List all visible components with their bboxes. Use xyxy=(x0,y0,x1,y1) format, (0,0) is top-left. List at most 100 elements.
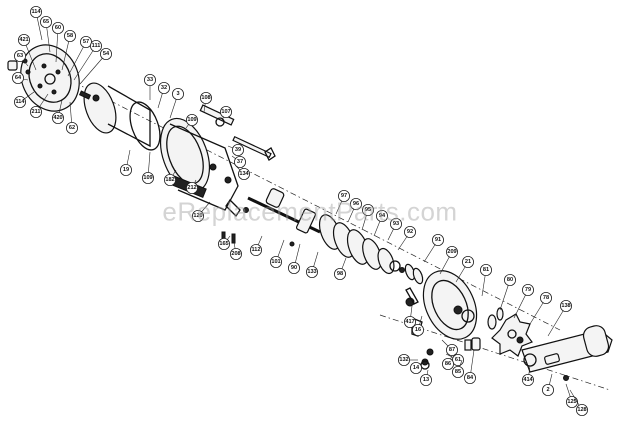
callout-bubble xyxy=(269,255,282,268)
callout-number: 112 xyxy=(251,247,260,253)
callout-number: 3 xyxy=(176,91,179,97)
callout-3: 3 xyxy=(169,88,184,119)
callout-number: 128 xyxy=(577,407,586,413)
crank-handle xyxy=(516,325,613,381)
callout-92: 92 xyxy=(397,225,416,251)
callout-number: 60 xyxy=(55,25,61,31)
callout-bubble xyxy=(29,106,42,119)
callout-79: 79 xyxy=(513,283,535,319)
callout-420: 420 xyxy=(52,99,65,125)
callout-number: 64 xyxy=(15,75,22,81)
callout-bubble xyxy=(231,143,244,156)
callout-212: 212 xyxy=(185,179,198,194)
callout-number: 109 xyxy=(187,117,196,123)
callout-bubble xyxy=(141,171,154,184)
callout-bubble xyxy=(403,225,416,238)
callout-number: 21 xyxy=(465,259,471,265)
callout-number: 125 xyxy=(567,399,576,405)
callout-125: 125 xyxy=(565,383,579,408)
callout-bubble xyxy=(52,21,65,34)
callout-number: 14 xyxy=(413,365,420,371)
callout-number: 84 xyxy=(467,375,474,381)
callout-number: 98 xyxy=(337,271,343,277)
callout-114: 114 xyxy=(13,91,35,109)
callout-bubble xyxy=(419,373,432,386)
callout-number: 62 xyxy=(69,125,75,131)
callout-number: 132 xyxy=(399,357,408,363)
callout-number: 91 xyxy=(435,237,441,243)
callout-number: 420 xyxy=(53,115,62,121)
callout-number: 95 xyxy=(365,207,371,213)
callout-bubble xyxy=(349,197,362,210)
callout-number: 39 xyxy=(235,147,241,153)
callout-bubble xyxy=(431,233,444,246)
callout-number: 107 xyxy=(221,109,230,115)
callout-21: 21 xyxy=(455,255,474,283)
callout-number: 2 xyxy=(546,387,549,393)
callout-bubble xyxy=(40,15,53,28)
callout-bubble xyxy=(445,343,458,356)
callout-number: 212 xyxy=(187,185,196,191)
callout-bubble xyxy=(233,155,246,168)
callout-95: 95 xyxy=(361,203,374,231)
callout-bubble xyxy=(305,265,318,278)
callout-leader xyxy=(67,41,87,77)
callout-bubble xyxy=(445,245,458,258)
callout-84: 84 xyxy=(463,349,476,384)
callout-number: 85 xyxy=(455,369,461,375)
callout-111: 111 xyxy=(73,40,103,81)
callout-65: 65 xyxy=(40,15,53,53)
callout-101: 101 xyxy=(269,239,285,268)
callout-32: 32 xyxy=(157,82,170,109)
callout-19: 19 xyxy=(120,149,133,176)
callout-97: 97 xyxy=(335,189,350,215)
callout-165: 165 xyxy=(217,235,231,250)
callout-bubble xyxy=(185,114,198,127)
callout-bubble xyxy=(13,96,26,109)
callout-37: 37 xyxy=(231,155,246,168)
callout-number: 211 xyxy=(31,109,40,115)
callout-64: 64 xyxy=(11,72,29,85)
callout-number: 417 xyxy=(405,319,414,325)
callout-number: 78 xyxy=(543,295,549,301)
callout-81: 81 xyxy=(479,263,492,297)
callout-bubble xyxy=(157,82,170,95)
callout-number: 96 xyxy=(353,201,359,207)
callout-layer: 1146560585711154421636411421142062333231… xyxy=(11,6,589,416)
callout-bubble xyxy=(361,203,374,216)
callout-60: 60 xyxy=(52,21,65,63)
callout-54: 54 xyxy=(79,48,113,85)
callout-number: 109 xyxy=(143,175,152,181)
callout-number: 19 xyxy=(123,167,129,173)
callout-138: 138 xyxy=(547,299,573,337)
callout-number: 101 xyxy=(271,259,280,265)
callout-109: 109 xyxy=(141,151,154,184)
callout-bubble xyxy=(522,283,535,296)
callout-bubble xyxy=(11,72,24,85)
callout-bubble xyxy=(522,373,535,386)
callout-bubble xyxy=(389,217,402,230)
callout-39: 39 xyxy=(227,143,244,156)
callout-14: 14 xyxy=(409,361,425,374)
callout-120: 120 xyxy=(191,201,211,222)
callout-number: 90 xyxy=(291,265,297,271)
callout-bubble xyxy=(403,315,416,328)
callout-number: 80 xyxy=(507,277,513,283)
callout-number: 54 xyxy=(103,51,110,57)
callout-number: 13 xyxy=(423,377,429,383)
callout-94: 94 xyxy=(373,209,388,237)
callout-bubble xyxy=(90,40,103,53)
callout-number: 138 xyxy=(561,303,570,309)
callout-number: 79 xyxy=(525,287,531,293)
callout-bubble xyxy=(219,106,232,119)
callout-leader xyxy=(73,45,97,81)
callout-bubble xyxy=(163,173,176,186)
callout-128: 128 xyxy=(569,389,589,416)
callout-bubble xyxy=(461,255,474,268)
callout-bubble xyxy=(542,383,555,396)
callout-bubble xyxy=(143,74,156,87)
callout-bubble xyxy=(503,273,516,286)
callout-bubble xyxy=(249,243,262,256)
callout-80: 80 xyxy=(499,273,516,311)
callout-bubble xyxy=(66,122,79,135)
